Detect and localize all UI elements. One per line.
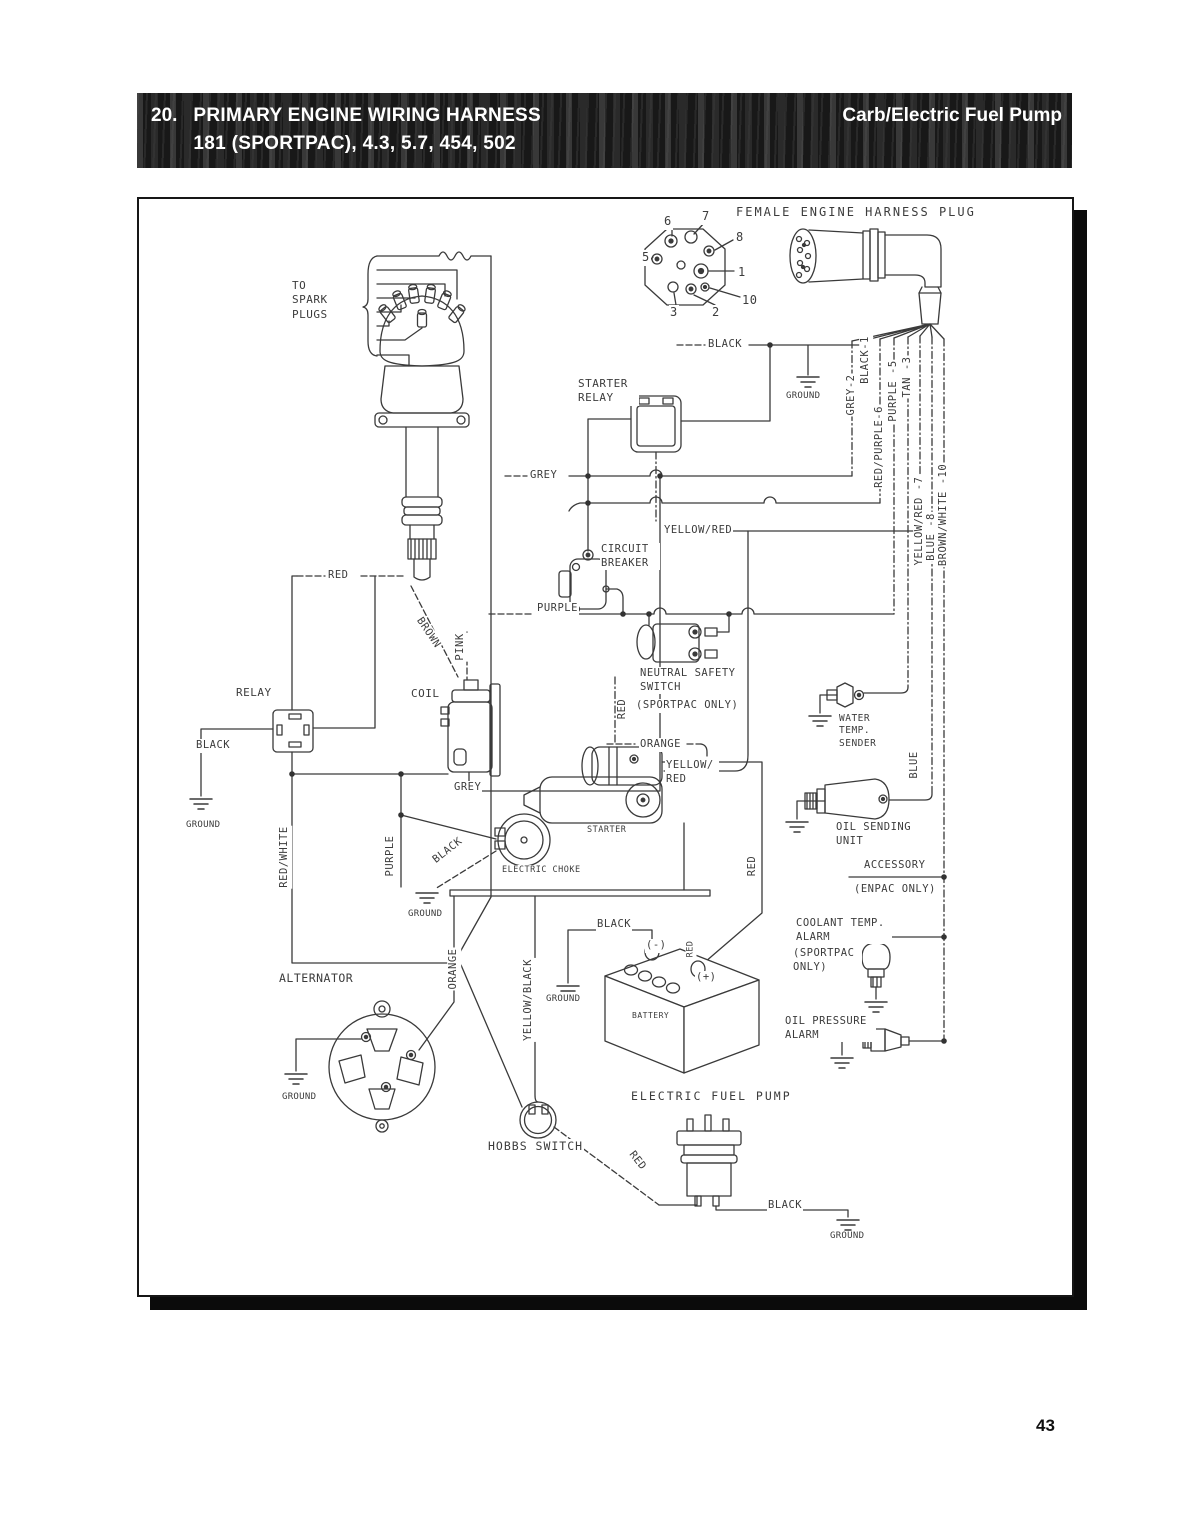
- wire-red-right-label: RED: [746, 854, 760, 878]
- coolant-temp-alarm-label: COOLANT TEMP. ALARM: [795, 917, 892, 945]
- water-temp-sender-label: WATER TEMP. SENDER: [838, 713, 886, 751]
- pin-10-label: 10: [741, 293, 759, 309]
- battery-neg-label: (-): [645, 939, 668, 953]
- wire-orange-vert-label: ORANGE: [447, 947, 461, 991]
- wire-red-starter-label: RED: [616, 697, 630, 721]
- battery-label: BATTERY: [632, 1011, 670, 1020]
- ground-relay-label: GROUND: [185, 820, 222, 832]
- relay-label: RELAY: [235, 686, 273, 701]
- coil-label: COIL: [410, 687, 441, 702]
- ground-alternator-label: GROUND: [281, 1092, 318, 1104]
- page-number: 43: [1036, 1416, 1055, 1435]
- electric-choke-label: ELECTRIC CHOKE: [501, 865, 582, 877]
- accessory-label: ACCESSORY: [863, 859, 927, 873]
- wiring-diagram-artwork: [189, 221, 947, 1231]
- neutral-safety-switch-label: NEUTRAL SAFETY SWITCH: [639, 667, 741, 695]
- wire-yellow-red-starter-label: YELLOW/ RED: [665, 759, 719, 787]
- section-title-line2: 181 (SPORTPAC), 4.3, 5.7, 454, 502: [193, 133, 516, 154]
- wire-red-battery-label: RED: [685, 939, 697, 959]
- oil-pressure-alarm-label: OIL PRESSURE ALARM: [784, 1015, 876, 1043]
- pin-8-label: 8: [735, 230, 745, 246]
- wire-purple-5-label: PURPLE -5: [887, 359, 901, 423]
- wire-red-purple-6-label: RED/PURPLE-6: [873, 405, 887, 489]
- wire-black-battery-label: BLACK: [596, 918, 633, 932]
- ground-mid-label: GROUND: [545, 994, 582, 1006]
- oil-sending-unit-label: OIL SENDING UNIT: [835, 821, 917, 849]
- pin-6-label: 6: [663, 214, 673, 230]
- sportpac-only-label: (SPORTPAC ONLY): [635, 699, 740, 713]
- wire-purple-vert-label: PURPLE: [384, 834, 398, 878]
- pin-3-label: 3: [669, 305, 679, 321]
- wire-grey-coil-label: GREY: [453, 781, 483, 795]
- section-number: 20.: [151, 105, 178, 126]
- wire-black-top-label: BLACK: [707, 338, 744, 352]
- wire-black-relay-label: BLACK: [195, 739, 232, 753]
- to-spark-plugs-label: TO SPARK PLUGS: [291, 279, 339, 322]
- wire-grey-upper-label: GREY: [529, 469, 559, 483]
- wire-tan-3-label: TAN -3: [901, 355, 915, 399]
- wire-grey-2-label: GREY-2: [845, 373, 859, 417]
- wiring-diagram-frame: FEMALE ENGINE HARNESS PLUG 6 7 8 5 1 10 …: [137, 197, 1074, 1297]
- starter-relay-label: STARTER RELAY: [577, 377, 639, 406]
- electric-fuel-pump-label: ELECTRIC FUEL PUMP: [630, 1089, 793, 1104]
- sportpac-only-alarm-label: (SPORTPAC ONLY): [792, 947, 862, 975]
- ground-pump-label: GROUND: [829, 1231, 866, 1243]
- section-header-bar: 20. PRIMARY ENGINE WIRING HARNESS 181 (S…: [137, 93, 1072, 168]
- circuit-breaker-label: CIRCUIT BREAKER: [600, 543, 660, 571]
- pin-5-label: 5: [641, 250, 651, 266]
- pin-7-label: 7: [701, 209, 711, 225]
- pin-2-label: 2: [711, 305, 721, 321]
- battery-pos-label: (+): [695, 971, 718, 985]
- wire-black-1-label: BLACK-1: [859, 335, 873, 385]
- ground-top-label: GROUND: [785, 391, 822, 403]
- wire-black-pump-label: BLACK: [767, 1199, 804, 1213]
- wire-blue-label: BLUE: [908, 750, 922, 780]
- wire-red-white-label: RED/WHITE: [278, 825, 292, 889]
- diagram-title: FEMALE ENGINE HARNESS PLUG: [735, 205, 977, 221]
- wire-purple-label: PURPLE: [536, 602, 579, 616]
- pin-1-label: 1: [737, 265, 747, 281]
- hobbs-switch-label: HOBBS SWITCH: [487, 1139, 585, 1154]
- wire-orange-label: ORANGE: [639, 738, 682, 752]
- starter-label: STARTER: [586, 825, 628, 837]
- wire-pink-label: PINK: [454, 632, 468, 662]
- enpac-only-label: (ENPAC ONLY): [853, 883, 937, 897]
- ground-choke-label: GROUND: [407, 909, 444, 921]
- section-subtitle-right: Carb/Electric Fuel Pump: [842, 105, 1062, 126]
- alternator-label: ALTERNATOR: [278, 971, 355, 986]
- wire-red-label: RED: [327, 569, 350, 583]
- wire-brown-white-10-label: BROWN/WHITE -10: [937, 462, 951, 568]
- section-title-line1: PRIMARY ENGINE WIRING HARNESS: [193, 105, 541, 126]
- wire-yellow-black-label: YELLOW/BLACK: [522, 958, 536, 1042]
- wire-yellow-red-label: YELLOW/RED: [663, 524, 734, 538]
